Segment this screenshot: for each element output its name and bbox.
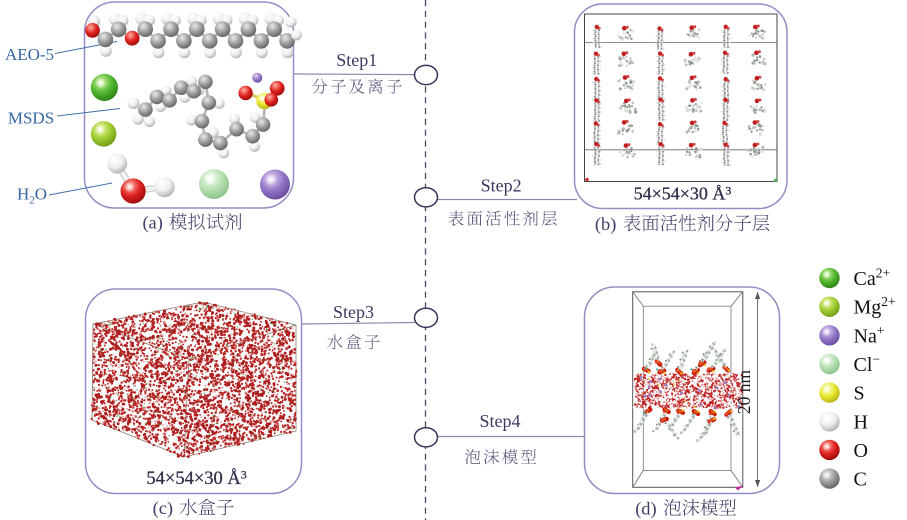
svg-text:(c): (c) [153,498,173,519]
svg-text:54×54×30 Å3: 54×54×30 Å3 [634,184,732,204]
svg-text:C: C [854,469,867,491]
svg-text:20 nm: 20 nm [734,370,754,415]
svg-text:Mg2+: Mg2+ [854,294,896,319]
svg-text:Ca2+: Ca2+ [854,266,891,291]
svg-text:S: S [854,383,865,405]
svg-text:Step3: Step3 [333,302,374,322]
svg-text:(b): (b) [595,214,616,235]
svg-text:Na+: Na+ [854,323,885,348]
svg-text:O: O [854,440,868,462]
svg-text:H: H [854,411,868,433]
svg-text:54×54×30 Å3: 54×54×30 Å3 [146,468,246,490]
svg-text:(d): (d) [635,499,656,520]
svg-text:AEO-5: AEO-5 [5,45,54,64]
svg-text:Step1: Step1 [336,50,377,70]
svg-text:Step4: Step4 [479,411,520,431]
svg-text:H2O: H2O [17,185,47,207]
svg-text:Cl−: Cl− [854,352,881,377]
svg-text:Step2: Step2 [481,175,522,195]
svg-text:(a): (a) [142,213,162,234]
svg-text:MSDS: MSDS [8,109,54,128]
